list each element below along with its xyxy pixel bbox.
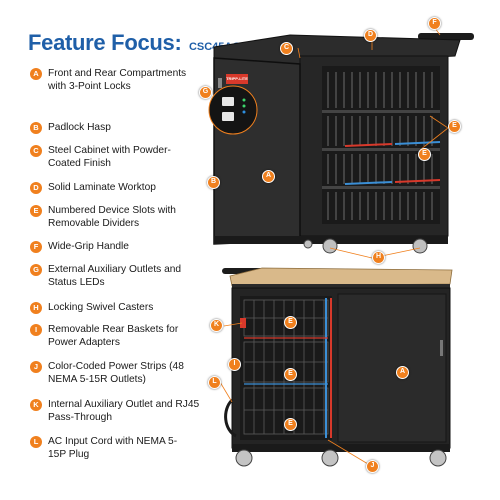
feature-item-c: C Steel Cabinet with Powder-Coated Finis… xyxy=(30,145,205,170)
feature-letter-badge: G xyxy=(30,264,42,276)
callout-leader-lines xyxy=(219,322,369,465)
callout-badge: G xyxy=(199,86,212,99)
callout-badge: K xyxy=(210,319,223,332)
callout-badge: J xyxy=(366,460,379,473)
feature-item-e: E Numbered Device Slots with Removable D… xyxy=(30,205,205,230)
feature-item-l: L AC Input Cord with NEMA 5-15P Plug xyxy=(30,436,205,461)
title-text: Feature Focus: xyxy=(28,30,182,55)
worktop-edge xyxy=(232,284,450,288)
status-led xyxy=(242,110,246,114)
caster-wheel xyxy=(322,238,338,254)
feature-text: Solid Laminate Worktop xyxy=(48,182,156,193)
feature-text: External Auxiliary Outlets and Status LE… xyxy=(48,264,182,288)
feature-item-h: H Locking Swivel Casters xyxy=(30,302,205,315)
caster-wheel xyxy=(429,449,447,467)
power-strip-red xyxy=(394,179,441,183)
rear-baskets xyxy=(243,299,329,435)
caster-wheel xyxy=(235,449,253,467)
shelf xyxy=(322,148,440,151)
callout-badge: B xyxy=(207,176,220,189)
status-led xyxy=(242,104,246,108)
padlock-hasp xyxy=(218,78,222,88)
outlet-socket xyxy=(222,112,234,121)
feature-text: AC Input Cord with NEMA 5-15P Plug xyxy=(48,436,178,460)
callout-badge: F xyxy=(428,17,441,30)
callout-badge: D xyxy=(364,29,377,42)
feature-text: Numbered Device Slots with Removable Div… xyxy=(48,205,176,229)
rear-door xyxy=(337,293,447,443)
callout-badge: E xyxy=(284,316,297,329)
power-strip-blue xyxy=(344,181,393,185)
feature-letter-badge: H xyxy=(30,302,42,314)
caster-wheel xyxy=(321,449,339,467)
callout-badge: A xyxy=(396,366,409,379)
callout-badge: E xyxy=(284,418,297,431)
feature-text: Removable Rear Baskets for Power Adapter… xyxy=(48,324,179,348)
callout-badge: C xyxy=(280,42,293,55)
feature-text: Color-Coded Power Strips (48 NEMA 5-15R … xyxy=(48,361,184,385)
feature-letter-badge: J xyxy=(30,361,42,373)
feature-text: Internal Auxiliary Outlet and RJ45 Pass-… xyxy=(48,399,200,423)
caster-wheel xyxy=(303,239,313,249)
feature-item-b: B Padlock Hasp xyxy=(30,122,205,135)
feature-text: Locking Swivel Casters xyxy=(48,302,154,313)
feature-letter-badge: I xyxy=(30,324,42,336)
brand-logo: TRIPP-LITE xyxy=(226,74,248,84)
callout-badge: E xyxy=(418,148,431,161)
feature-item-i: I Removable Rear Baskets for Power Adapt… xyxy=(30,324,205,349)
feature-letter-badge: D xyxy=(30,182,42,194)
feature-letter-badge: E xyxy=(30,205,42,217)
feature-text: Front and Rear Compartments with 3-Point… xyxy=(48,68,187,92)
feature-item-a: A Front and Rear Compartments with 3-Poi… xyxy=(30,68,205,93)
shelf xyxy=(322,186,440,189)
callout-badge: I xyxy=(228,358,241,371)
caster-wheel xyxy=(412,238,428,254)
door-latch xyxy=(440,340,443,356)
callout-badge: A xyxy=(262,170,275,183)
callout-badge: E xyxy=(284,368,297,381)
feature-letter-badge: K xyxy=(30,399,42,411)
feature-text: Steel Cabinet with Powder-Coated Finish xyxy=(48,145,171,169)
power-strip-red xyxy=(344,143,393,147)
status-led xyxy=(242,98,246,102)
internal-outlet xyxy=(240,318,246,328)
feature-text: Padlock Hasp xyxy=(48,122,111,133)
feature-letter-badge: A xyxy=(30,68,42,80)
feature-item-d: D Solid Laminate Worktop xyxy=(30,182,205,195)
feature-letter-badge: L xyxy=(30,436,42,448)
outlet-socket xyxy=(222,97,234,106)
feature-letter-badge: F xyxy=(30,241,42,253)
feature-item-j: J Color-Coded Power Strips (48 NEMA 5-15… xyxy=(30,361,205,386)
feature-item-k: K Internal Auxiliary Outlet and RJ45 Pas… xyxy=(30,399,205,424)
wide-grip-handle xyxy=(418,33,474,40)
laminate-worktop xyxy=(229,267,453,287)
feature-text: Wide-Grip Handle xyxy=(48,241,129,252)
feature-letter-badge: B xyxy=(30,122,42,134)
device-dividers xyxy=(327,72,433,220)
feature-letter-badge: C xyxy=(30,145,42,157)
ac-input-cord xyxy=(224,398,237,438)
shelf xyxy=(322,110,440,113)
callout-badge: E xyxy=(448,120,461,133)
auxiliary-outlet-inset xyxy=(208,85,258,135)
callout-badge: H xyxy=(372,251,385,264)
feature-item-f: F Wide-Grip Handle xyxy=(30,241,205,254)
callout-badge: L xyxy=(208,376,221,389)
power-strip-blue xyxy=(394,141,441,145)
feature-item-g: G External Auxiliary Outlets and Status … xyxy=(30,264,205,289)
